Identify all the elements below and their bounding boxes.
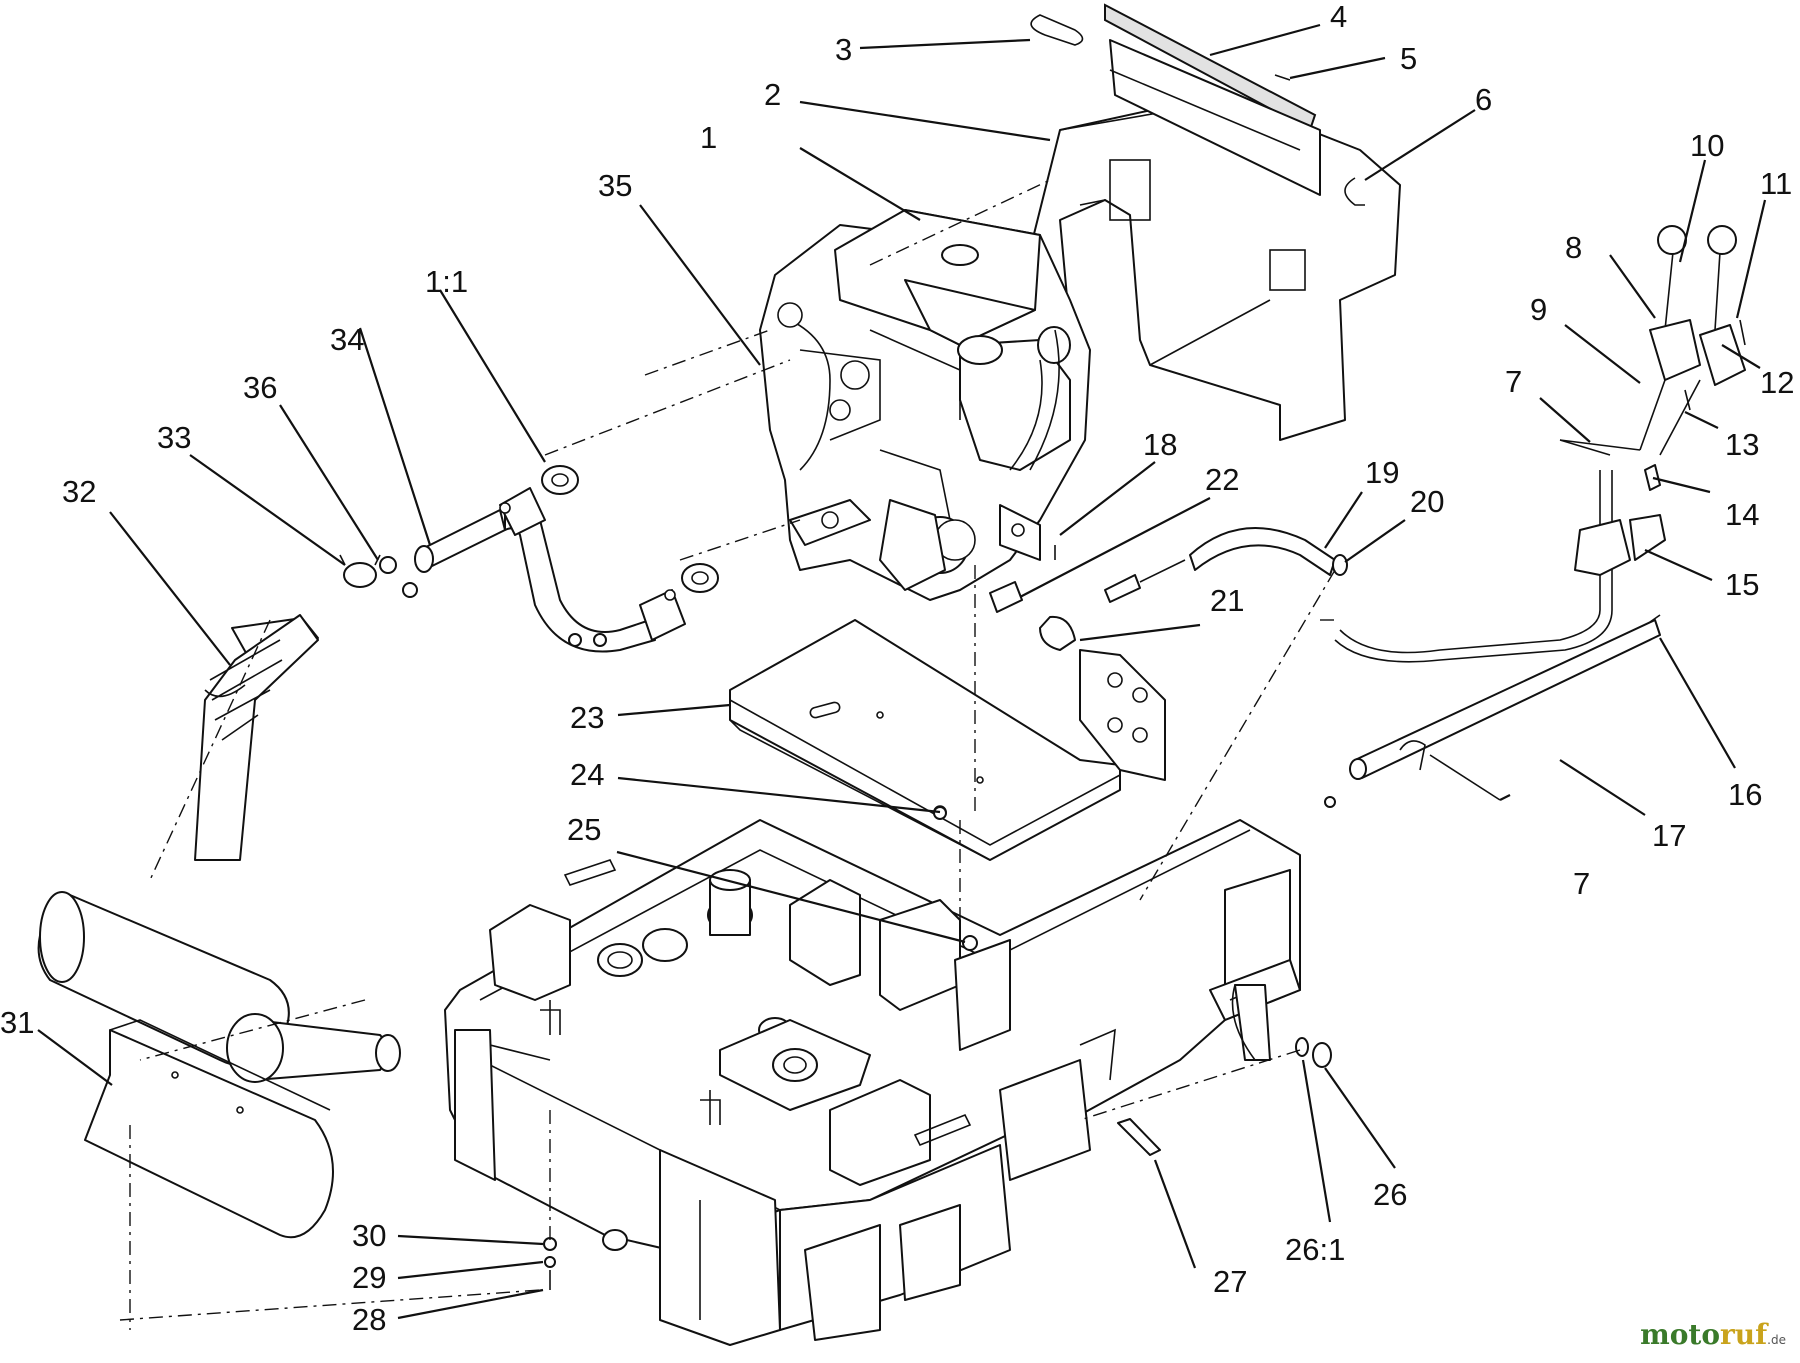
control-levers: [1324, 225, 1746, 808]
callout-9: 9: [1530, 292, 1547, 327]
callout-22: 22: [1205, 462, 1239, 497]
callout-5: 5: [1400, 41, 1417, 76]
callout-21: 21: [1210, 583, 1244, 618]
callout-26: 26: [1373, 1177, 1407, 1212]
callout-25: 25: [567, 812, 601, 847]
callout-11: 11: [1760, 166, 1792, 201]
callout-30: 30: [352, 1218, 386, 1253]
hook-clip: [1344, 177, 1365, 206]
callout-6: 6: [1475, 82, 1492, 117]
callout-16: 16: [1728, 777, 1762, 812]
callout-3: 3: [835, 32, 852, 67]
callout-35: 35: [598, 168, 632, 203]
callout-17: 17: [1652, 818, 1686, 853]
frame-details: [489, 859, 1271, 1251]
callout-24: 24: [570, 757, 604, 792]
shroud-bracket: [1104, 3, 1321, 196]
watermark-tld: .de: [1767, 1333, 1786, 1347]
frame-hardware: [543, 806, 1332, 1290]
exhaust-pipe: [414, 487, 686, 653]
exhaust-gasket: [541, 465, 719, 593]
callout-26-1: 26:1: [1285, 1232, 1345, 1267]
callout-1-1: 1:1: [425, 264, 468, 299]
leader-lines: [37, 23, 1767, 1320]
callout-7-bottom: 7: [1573, 866, 1590, 901]
callout-29: 29: [352, 1260, 386, 1295]
callout-20: 20: [1410, 484, 1444, 519]
assembly-lines: [119, 179, 1340, 1330]
engine: [759, 209, 1091, 601]
callout-labels: 1 1:1 2 3 4 5 6 7 7 8 9 10 11 12 13 14 1…: [0, 0, 1794, 1337]
watermark-logo: motoruf.de: [1640, 1318, 1786, 1351]
fuel-fittings: [989, 527, 1348, 651]
callout-2: 2: [764, 77, 781, 112]
callout-14: 14: [1725, 497, 1759, 532]
clip: [1030, 14, 1084, 46]
callout-23: 23: [570, 700, 604, 735]
engine-mount-plate: [729, 619, 1166, 861]
callout-27: 27: [1213, 1264, 1247, 1299]
main-frame: [444, 819, 1301, 1346]
exhaust-nut: [379, 556, 418, 598]
callout-4: 4: [1330, 0, 1347, 34]
exhaust-clamp: [339, 554, 381, 588]
watermark-part1: moto: [1640, 1318, 1721, 1351]
callout-10: 10: [1690, 128, 1724, 163]
heat-shield: [84, 1019, 334, 1239]
watermark-part2: ruf: [1720, 1318, 1768, 1351]
callout-31: 31: [0, 1005, 34, 1040]
callout-19: 19: [1365, 455, 1399, 490]
callout-1: 1: [700, 120, 717, 155]
callout-34: 34: [330, 322, 364, 357]
callout-32: 32: [62, 474, 96, 509]
callout-13: 13: [1725, 427, 1759, 462]
screw: [1274, 74, 1291, 81]
callout-18: 18: [1143, 427, 1177, 462]
callout-28: 28: [352, 1302, 386, 1337]
callout-8: 8: [1565, 230, 1582, 265]
tailpipe: [194, 614, 319, 861]
callout-15: 15: [1725, 567, 1759, 602]
callout-12: 12: [1760, 365, 1794, 400]
callout-7-top: 7: [1505, 364, 1522, 399]
callout-33: 33: [157, 420, 191, 455]
muffler: [37, 891, 401, 1083]
callout-36: 36: [243, 370, 277, 405]
